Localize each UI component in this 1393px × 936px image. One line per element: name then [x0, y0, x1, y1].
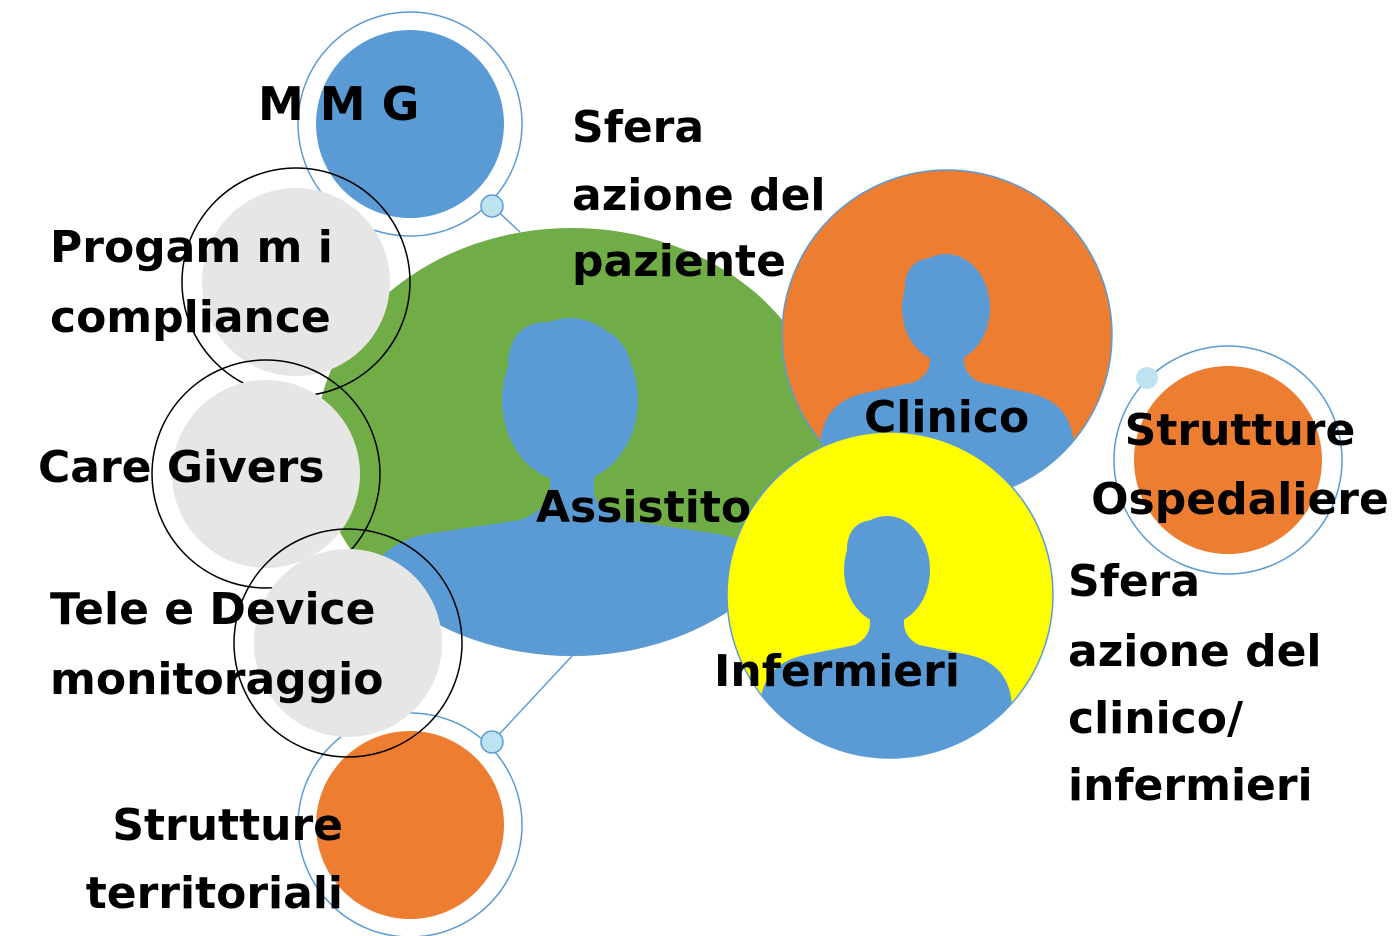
care-givers-ring: [151, 359, 381, 589]
territoriali-connector-dot: [480, 730, 504, 754]
annotation-sfera-paziente-line2: azione del: [572, 170, 826, 221]
ospedaliere-circle: [1134, 366, 1322, 554]
label-mmg: M M G: [258, 77, 419, 131]
ospedaliere-connector-dot: [1136, 367, 1158, 389]
ospedaliere-ring: [1113, 345, 1343, 575]
label-territoriali-line1: Strutture: [112, 800, 343, 851]
label-care-givers: Care Givers: [38, 442, 324, 493]
person-silhouette-icon: [760, 516, 1012, 758]
mmg-ring: [297, 11, 523, 237]
annotation-sfera-clinico-line3: clinico/: [1068, 693, 1244, 744]
label-tele-line1: Tele e Device: [50, 584, 375, 635]
tele-ring: [233, 528, 463, 758]
label-territoriali-line2: territoriali: [86, 868, 343, 919]
label-clinico: Clinico: [864, 392, 1029, 443]
label-programmi-line1: Progam m i: [50, 222, 333, 273]
node-tele-device: [233, 528, 463, 758]
connector-strutture-territoriali: [491, 655, 573, 743]
labels: M M G Progam m i compliance Care Givers …: [38, 77, 1389, 919]
care-givers-circle: [172, 380, 360, 568]
label-tele-line2: monitoraggio: [50, 654, 383, 705]
programmi-circle: [202, 188, 390, 376]
annotation-sfera-paziente-line3: paziente: [572, 236, 786, 287]
mmg-connector-dot: [480, 194, 504, 218]
node-clinico: [781, 169, 1113, 501]
annotation-sfera-clinico-line2: azione del: [1068, 626, 1322, 677]
annotation-sfera-clinico-line1: Sfera: [1068, 556, 1200, 607]
node-mmg: [297, 11, 523, 237]
node-strutture-ospedaliere: [1113, 345, 1343, 575]
node-care-givers: [151, 359, 381, 589]
territoriali-circle: [316, 731, 504, 919]
label-ospedaliere-line2: Ospedaliere: [1091, 474, 1389, 525]
label-programmi-line2: compliance: [50, 292, 331, 343]
label-ospedaliere-line1: Strutture: [1125, 405, 1356, 456]
label-assistito: Assistito: [536, 482, 751, 533]
annotation-sfera-paziente-line1: Sfera: [572, 102, 704, 153]
label-infermieri: Infermieri: [714, 646, 960, 697]
node-infermieri: [726, 431, 1054, 759]
tele-circle: [254, 549, 442, 737]
mmg-circle: [316, 30, 504, 218]
annotation-sfera-clinico-line4: infermieri: [1068, 760, 1313, 811]
